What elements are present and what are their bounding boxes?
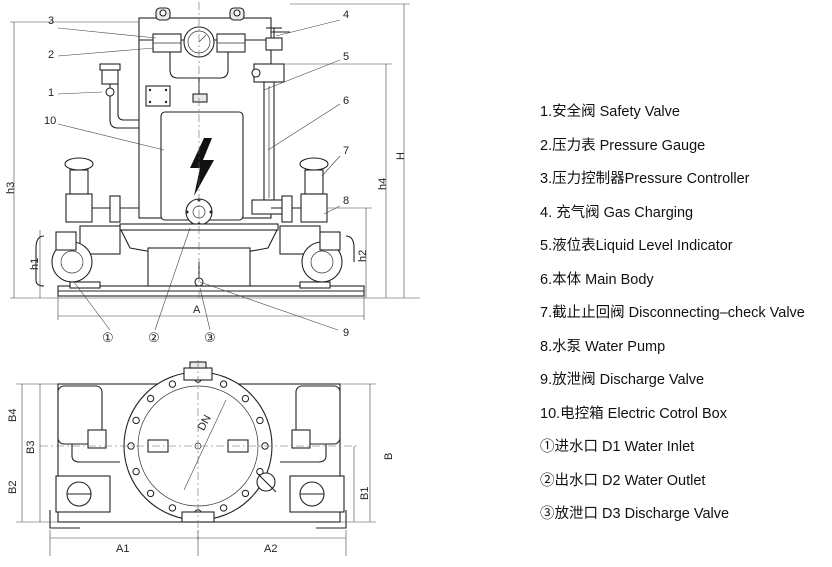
legend-item-pressure-controller: 3.压力控制器Pressure Controller	[540, 171, 750, 187]
bolt	[132, 467, 140, 476]
callout-inlet: ①	[102, 330, 114, 345]
callout-5: 5	[343, 51, 349, 63]
dim-label-H: H	[395, 152, 407, 160]
callout-3: 3	[48, 15, 54, 27]
technical-drawing: h3 h1 H h4 h2 A 3 2 1 10 4 5	[5, 2, 420, 556]
water-pump-left	[35, 225, 121, 289]
dim-label-h1: h1	[29, 258, 41, 270]
legend-item-gas-charging: 4. 充气阀 Gas Charging	[540, 204, 694, 221]
bolt	[168, 504, 177, 512]
legend-item-discharge-valve: 9.放泄阀 Discharge Valve	[540, 372, 705, 388]
dim-label-h2: h2	[357, 250, 369, 262]
dim-label-h4: h4	[377, 178, 389, 190]
bolt	[241, 489, 250, 498]
callout-discharge: ③	[204, 330, 216, 345]
callout-1: 1	[48, 87, 54, 99]
legend-item-water-outlet: ②出水口 D2 Water Outlet	[540, 472, 706, 489]
gas-charging-valve	[265, 27, 290, 51]
legend-item-water-pump: 8.水泵 Water Pump	[540, 338, 666, 355]
dim-label-B2: B2	[7, 481, 19, 494]
callout-7: 7	[343, 145, 349, 157]
callouts-front: 3 2 1 10 4 5 6 7 8 9 ① ② ③	[44, 9, 349, 345]
bolt	[219, 380, 228, 388]
bolt	[132, 416, 140, 425]
dim-label-B: B	[383, 453, 395, 460]
legend-item-water-inlet: ①进水口 D1 Water Inlet	[540, 439, 695, 455]
callout-6: 6	[343, 95, 349, 107]
legend-item-check-valve: 7.截止止回阀 Disconnecting–check Valve	[540, 305, 805, 321]
callout-outlet: ②	[148, 330, 160, 345]
dim-label-A2: A2	[264, 543, 277, 555]
callout-9: 9	[343, 327, 349, 339]
water-pump-right	[279, 225, 355, 289]
bolt	[219, 504, 228, 512]
dim-label-B3: B3	[25, 441, 37, 454]
safety-valve	[99, 63, 139, 129]
callout-4: 4	[343, 9, 349, 21]
bolt	[241, 394, 250, 403]
legend-item-safety-valve: 1.安全阀 Safety Valve	[540, 104, 680, 120]
legend-item-pressure-gauge: 2.压力表 Pressure Gauge	[540, 137, 706, 154]
bolt	[168, 380, 177, 388]
legend-item-liquid-level-indicator: 5.液位表Liquid Level Indicator	[540, 238, 733, 254]
dim-label-B4: B4	[7, 409, 19, 422]
legend-item-discharge-outlet: ③放泄口 D3 Discharge Valve	[540, 506, 730, 522]
front-view: h3 h1 H h4 h2 A 3 2 1 10 4 5	[5, 2, 420, 345]
dim-label-h3: h3	[5, 182, 17, 194]
dim-label-A: A	[193, 304, 201, 316]
dim-label-B1: B1	[359, 487, 371, 500]
component-legend: 1.安全阀 Safety Valve 2.压力表 Pressure Gauge …	[540, 96, 832, 532]
bolt	[146, 489, 155, 498]
callout-8: 8	[343, 195, 349, 207]
liquid-level-indicator	[251, 63, 285, 215]
pressure-controller	[152, 33, 246, 103]
legend-item-control-box: 10.电控箱 Electric Cotrol Box	[540, 405, 727, 422]
check-valve-right	[271, 157, 329, 223]
top-view: DN B4 B3 B2 B B1 A1 A2	[7, 360, 395, 556]
check-valve-left	[64, 157, 139, 223]
dim-label-A1: A1	[116, 543, 129, 555]
lightning-icon	[190, 138, 214, 196]
bolt	[256, 416, 264, 425]
bolt	[146, 394, 155, 403]
callout-10: 10	[44, 115, 56, 127]
legend-item-main-body: 6.本体 Main Body	[540, 271, 654, 288]
nameplate	[145, 85, 171, 107]
callout-2: 2	[48, 49, 54, 61]
